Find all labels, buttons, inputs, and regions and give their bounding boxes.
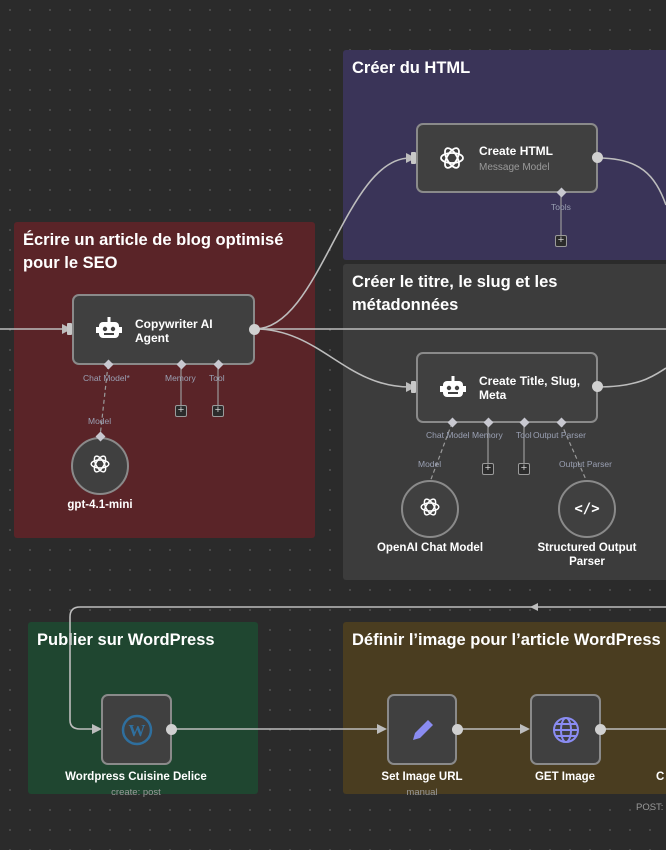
pencil-icon	[408, 715, 438, 750]
sticky-title: Créer le titre, le slug et les métadonné…	[352, 273, 558, 314]
node-title: Create Title, Slug, Meta	[479, 374, 581, 402]
wordpress-icon: W	[121, 714, 153, 751]
openai-icon	[88, 452, 112, 481]
copywriter-agent-node[interactable]: Copywriter AI Agent	[72, 294, 255, 365]
input-port[interactable]	[411, 381, 416, 393]
node-title: Wordpress Cuisine Delice	[65, 771, 207, 783]
output-port[interactable]	[592, 152, 603, 163]
add-tool-button[interactable]: +	[212, 405, 224, 417]
input-port[interactable]	[411, 152, 416, 164]
port-label-chat-model: Chat Model*	[83, 373, 130, 383]
gpt-model-node[interactable]	[71, 437, 129, 495]
output-port[interactable]	[166, 724, 177, 735]
port-label-model: Model	[88, 416, 112, 426]
port-label-output-parser: Output Parser	[533, 430, 586, 440]
output-port[interactable]	[592, 381, 603, 392]
robot-icon	[95, 316, 123, 349]
add-memory-button[interactable]: +	[175, 405, 187, 417]
get-image-node[interactable]	[530, 694, 601, 765]
create-title-node[interactable]: Create Title, Slug, Meta	[416, 352, 598, 423]
node-title: GET Image	[534, 771, 596, 783]
robot-icon	[439, 375, 467, 408]
port-label-memory: Memory	[165, 373, 196, 383]
port-label-tools: Tools	[551, 202, 571, 212]
node-title: Create HTML	[479, 144, 554, 158]
node-title: Set Image URL	[381, 771, 463, 783]
node-title: gpt-4.1-mini	[67, 499, 133, 511]
port-label-memory: Memory	[472, 430, 503, 440]
set-image-url-node[interactable]	[387, 694, 457, 765]
structured-output-parser-node[interactable]: </>	[558, 480, 616, 538]
node-title: OpenAI Chat Model	[376, 542, 484, 554]
node-subtitle: Message Model	[479, 162, 550, 173]
output-port[interactable]	[595, 724, 606, 735]
code-icon: </>	[574, 501, 600, 517]
node-title: Structured Output Parser	[537, 542, 637, 568]
openai-icon	[437, 143, 467, 178]
svg-text:W: W	[129, 721, 146, 740]
add-memory-button[interactable]: +	[482, 463, 494, 475]
sticky-title: Publier sur WordPress	[37, 631, 215, 649]
port-label-tool: Tool	[209, 373, 225, 383]
globe-icon	[551, 715, 581, 750]
node-subtitle: manual	[406, 787, 438, 798]
openai-chat-model-node[interactable]	[401, 480, 459, 538]
output-port[interactable]	[249, 324, 260, 335]
node-subtitle: POST:	[636, 802, 666, 813]
input-port[interactable]	[67, 323, 72, 335]
sticky-title: Écrire un article de blog optimisé pour …	[23, 231, 284, 272]
openai-icon	[418, 495, 442, 524]
arrow-head	[530, 603, 538, 611]
port-label-tool: Tool	[516, 430, 532, 440]
node-title: C	[656, 771, 665, 783]
sticky-title: Définir l’image pour l’article WordPress	[352, 631, 661, 649]
port-label-chat-model: Chat Model	[426, 430, 470, 440]
node-title: Copywriter AI Agent	[135, 317, 213, 345]
add-tool-button[interactable]: +	[518, 463, 530, 475]
node-subtitle: create: post	[111, 787, 161, 798]
create-html-node[interactable]: Create HTML Message Model	[416, 123, 598, 193]
sticky-title: Créer du HTML	[352, 59, 471, 77]
port-label-output-parser: Output Parser	[559, 459, 612, 469]
output-port[interactable]	[452, 724, 463, 735]
add-tool-button[interactable]: +	[555, 235, 567, 247]
port-label-model: Model	[418, 459, 442, 469]
wordpress-node[interactable]: W	[101, 694, 172, 765]
